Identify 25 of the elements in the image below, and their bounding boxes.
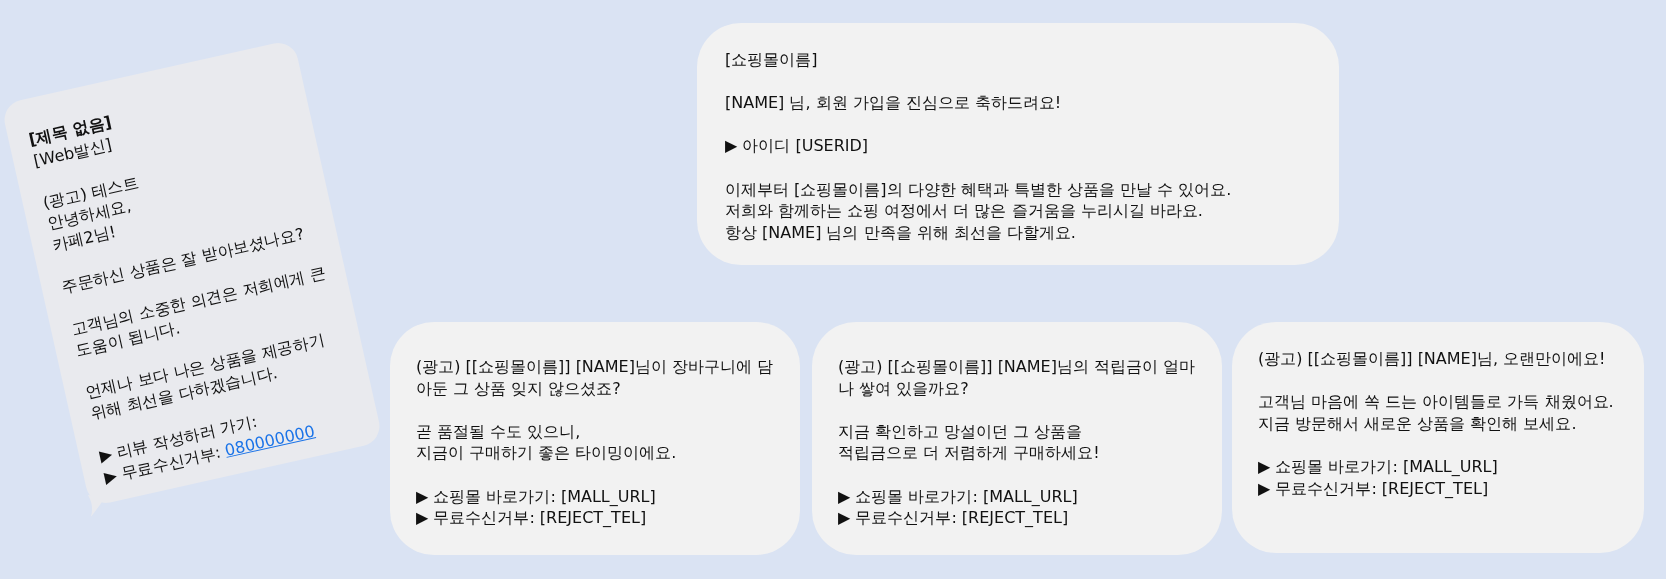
message-bubble — [812, 322, 1222, 555]
message-text: 지금 방문해서 새로운 상품을 확인해 보세요. — [1258, 412, 1578, 435]
message-text: 곧 품절될 수도 있으니, — [416, 420, 582, 443]
message-text: 고객님 마음에 쏙 드는 아이템들로 가득 채웠어요. — [1258, 391, 1615, 413]
message-text: ▶ 쇼핑몰 바로가기: [MALL_URL] — [416, 485, 657, 508]
message-text: ▶ 무료수신거부: [REJECT_TEL] — [838, 507, 1070, 529]
message-text: 적립금으로 더 저렴하게 구매하세요! — [838, 442, 1101, 464]
message-text: ▶ 쇼핑몰 바로가기: [MALL_URL] — [838, 485, 1079, 508]
message-bubble — [697, 23, 1339, 265]
message-text: (광고) [[쇼핑몰이름]] [NAME]님이 장바구니에 담아둔 그 상품 잊지 않으셨죠? — [416, 356, 774, 400]
message-text: ▶ 아이디 [USERID] — [725, 135, 870, 157]
message-text: 지금 확인하고 망설이던 그 상품을 — [838, 420, 1084, 443]
message-text: [쇼핑몰이름] — [725, 49, 819, 71]
message-text: 항상 [NAME] 님의 만족을 위해 최선을 다할게요. — [725, 221, 1077, 244]
message-bubble — [1232, 322, 1644, 553]
message-text: ▶ 무료수신거부: [REJECT_TEL] — [1258, 477, 1490, 500]
message-text: ▶ 쇼핑몰 바로가기: [MALL_URL] — [1258, 455, 1499, 478]
message-text: (광고) [[쇼핑몰이름]] [NAME]님, 오랜만이에요! — [1258, 348, 1607, 370]
message-text: (광고) [[쇼핑몰이름]] [NAME]님의 적립금이 얼마나 쌓여 있을까요? — [838, 356, 1196, 400]
message-text: 저희와 함께하는 쇼핑 여정에서 더 많은 즐거움을 누리시길 바라요. — [725, 200, 1204, 222]
message-text: ▶ 무료수신거부: [REJECT_TEL] — [416, 507, 648, 529]
message-text: [NAME] 님, 회원 가입을 진심으로 축하드려요! — [725, 92, 1063, 114]
message-text: 지금이 구매하기 좋은 타이밍이에요. — [416, 442, 678, 464]
message-text: 이제부터 [쇼핑몰이름]의 다양한 혜택과 특별한 상품을 만날 수 있어요. — [725, 178, 1233, 201]
message-bubble — [390, 322, 800, 555]
